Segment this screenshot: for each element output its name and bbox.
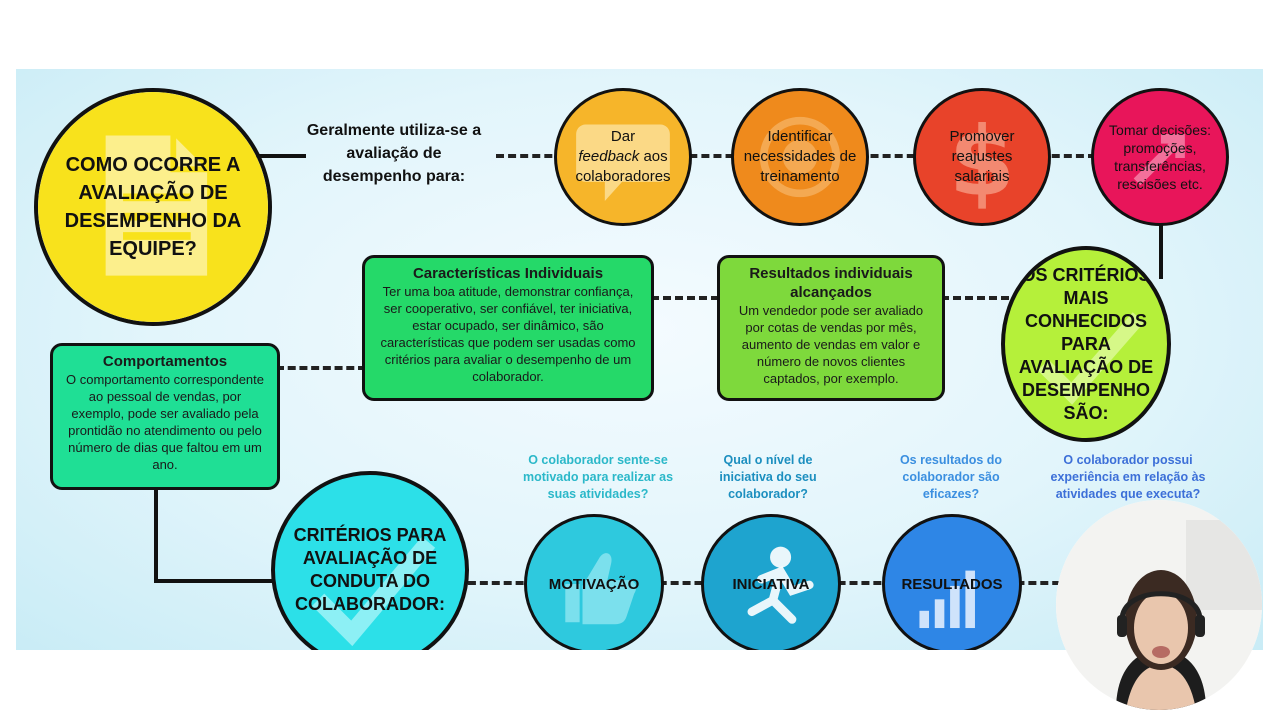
use-label-salary: Promover reajustes salariais <box>949 128 1015 185</box>
use-circle-feedback: Dar feedback aos colaboradores <box>554 88 692 226</box>
initiative-label: INICIATIVA <box>732 575 810 593</box>
motivation-circle: MOTIVAÇÃO <box>524 514 664 650</box>
title-circle: COMO OCORRE A AVALIAÇÃO DE DESEMPENHO DA… <box>34 88 272 326</box>
connector-behaviors-to-conduct <box>154 487 158 583</box>
conduct-circle: CRITÉRIOS PARA AVALIAÇÃO DE CONDUTA DO C… <box>271 471 469 650</box>
initiative-circle: INICIATIVA <box>701 514 841 650</box>
characteristics-text: Ter uma boa atitude, demonstrar confianç… <box>380 284 636 384</box>
infographic-canvas: COMO OCORRE A AVALIAÇÃO DE DESEMPENHO DA… <box>16 69 1263 650</box>
behaviors-text: O comportamento correspondente ao pessoa… <box>66 372 264 472</box>
criteria-circle: OS CRITÉRIOS MAIS CONHECIDOS PARA AVALIA… <box>1001 246 1171 442</box>
decision-arrow-icon <box>1133 134 1185 186</box>
use-label-feedback: Dar feedback aos colaboradores <box>575 128 671 185</box>
use-circle-salary: $ Promover reajustes salariais <box>913 88 1051 226</box>
results-label: RESULTADOS <box>901 575 1003 593</box>
check-mark-icon <box>1037 312 1145 405</box>
presenter-video-icon <box>1056 500 1262 710</box>
results-text: Um vendedor pode ser avaliado por cotas … <box>738 303 924 386</box>
document-icon <box>38 92 268 322</box>
speech-bubble-icon <box>576 124 670 201</box>
runner-icon <box>747 546 814 624</box>
behaviors-title: Comportamentos <box>102 353 228 370</box>
main-title: COMO OCORRE A AVALIAÇÃO DE DESEMPENHO DA… <box>64 154 242 260</box>
connector-characteristics-to-behaviors <box>276 366 366 370</box>
question-results: Os resultados do colaborador são eficaze… <box>899 453 1003 501</box>
bar-chart-icon <box>919 570 975 629</box>
results-circle: RESULTADOS <box>882 514 1022 650</box>
results-title: Resultados individuais alcançados <box>749 265 913 301</box>
connector-criteria-to-results <box>941 296 1021 300</box>
conduct-check-icon <box>312 536 436 647</box>
question-initiative: Qual o nível de iniciativa do seu colabo… <box>719 453 817 501</box>
presenter-webcam <box>1056 500 1262 710</box>
motivation-label: MOTIVAÇÃO <box>548 575 640 593</box>
question-experience: O colaborador possui experiência em rela… <box>1050 453 1206 501</box>
thumbs-up-icon <box>565 553 637 625</box>
connector-behaviors-to-conduct-h <box>154 579 284 583</box>
svg-text:$: $ <box>949 105 1016 217</box>
behaviors-box: Comportamentos O comportamento correspon… <box>50 343 280 490</box>
connector-title-to-intro <box>256 154 306 158</box>
results-box: Resultados individuais alcançados Um ven… <box>717 255 945 401</box>
characteristics-title: Características Individuais <box>412 265 604 282</box>
connector-uses-to-criteria <box>1159 219 1163 279</box>
training-target-icon <box>759 116 841 198</box>
use-circle-training: Identificar necessidades de treinamento <box>731 88 869 226</box>
connector-results-to-characteristics <box>651 296 731 300</box>
conduct-title: CRITÉRIOS PARA AVALIAÇÃO DE CONDUTA DO C… <box>293 525 447 614</box>
dollar-sign-icon: $ <box>949 105 1016 217</box>
question-motivation: O colaborador sente-se motivado para rea… <box>522 453 674 501</box>
intro-text: Geralmente utiliza-se a avaliação de des… <box>306 122 482 185</box>
use-label-decisions: Tomar decisões: promoções, transferência… <box>1109 122 1211 192</box>
use-label-training: Identificar necessidades de treinamento <box>743 128 857 185</box>
criteria-title: OS CRITÉRIOS MAIS CONHECIDOS PARA AVALIA… <box>1018 264 1154 423</box>
characteristics-box: Características Individuais Ter uma boa … <box>362 255 654 401</box>
use-circle-decisions: Tomar decisões: promoções, transferência… <box>1091 88 1229 226</box>
